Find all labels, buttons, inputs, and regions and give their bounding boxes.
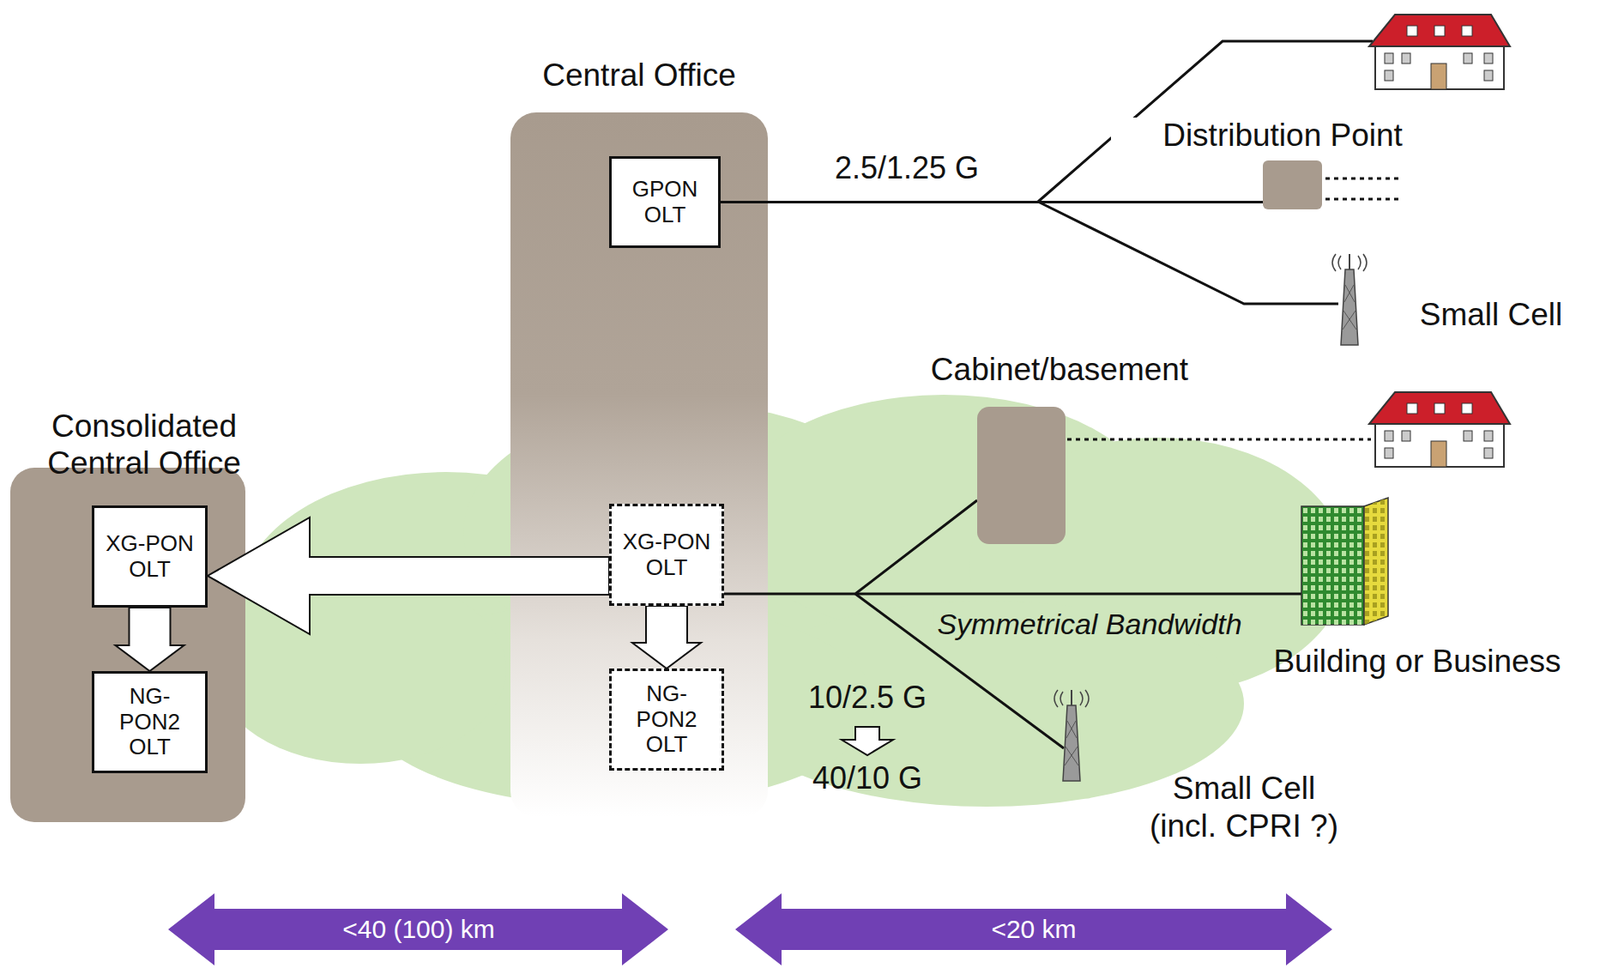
device-label: Small Cell (incl. CPRI ?) xyxy=(1136,769,1352,846)
node-label: GPON OLT xyxy=(616,176,713,229)
node-label: NG-PON2 OLT xyxy=(102,683,199,761)
node-label: XG-PON OLT xyxy=(102,531,199,583)
node-heading: Cabinet/basement xyxy=(887,351,1232,389)
house-icon xyxy=(1369,392,1510,467)
rate-label: 10/2.5 G xyxy=(808,678,927,716)
olt-box: GPON OLT xyxy=(609,156,721,248)
olt-box: XG-PON OLT xyxy=(609,503,725,606)
building-windows xyxy=(1364,497,1389,625)
distance-arrow xyxy=(735,893,1333,966)
node-heading: Consolidated Central Office xyxy=(15,408,273,482)
olt-box: NG-PON2 OLT xyxy=(609,668,725,771)
small-cell-tower xyxy=(1054,689,1089,781)
consolidated-office-band xyxy=(10,467,246,822)
fibre-line xyxy=(1038,201,1339,304)
copper-line xyxy=(1325,177,1401,181)
fibre-link xyxy=(724,500,978,594)
distance-arrow xyxy=(168,893,669,966)
fibre-line xyxy=(855,592,1305,596)
fibre-link xyxy=(720,200,1263,204)
office-region: Central OfficeGPON OLTXG-PON OLTNG-PON2 … xyxy=(510,112,768,817)
feature-label: Symmetrical Bandwidth xyxy=(933,606,1245,642)
link-rate-label: 2.5/1.25 G xyxy=(831,149,983,187)
equipment-box: Distribution Point xyxy=(1262,160,1323,210)
node-label: NG-PON2 OLT xyxy=(618,681,715,759)
distance-label: <20 km xyxy=(990,913,1076,945)
device-label: Building or Business xyxy=(1273,642,1561,681)
copper-line xyxy=(1067,438,1371,441)
building-icon xyxy=(1301,497,1389,625)
migration-arrow xyxy=(115,607,185,671)
building-front xyxy=(1301,506,1365,625)
olt-box: NG-PON2 OLT xyxy=(91,670,208,773)
small-cell-tower xyxy=(1332,253,1367,345)
distance-label: <40 (100) km xyxy=(342,913,496,945)
node-heading: Distribution Point xyxy=(1110,117,1455,155)
network-cloud xyxy=(214,394,1347,807)
house-icon xyxy=(1369,14,1510,90)
building-windows xyxy=(1301,506,1365,625)
central-office-band xyxy=(510,112,768,817)
olt-box: XG-PON OLT xyxy=(91,505,208,608)
upgrade-arrow xyxy=(841,726,894,755)
device-label: Small Cell xyxy=(1419,295,1564,334)
node-heading: Central Office xyxy=(510,57,768,95)
rate-label: 40/10 G xyxy=(812,759,923,797)
equipment-box: Cabinet/basement xyxy=(977,406,1066,544)
building-side xyxy=(1364,497,1389,625)
copper-line xyxy=(1067,178,1401,440)
office-region: Consolidated Central OfficeXG-PON OLTNG-… xyxy=(10,467,246,822)
copper-line xyxy=(1325,198,1401,201)
migration-arrow xyxy=(207,517,610,634)
node-label: XG-PON OLT xyxy=(618,529,715,581)
migration-arrow xyxy=(632,605,701,669)
